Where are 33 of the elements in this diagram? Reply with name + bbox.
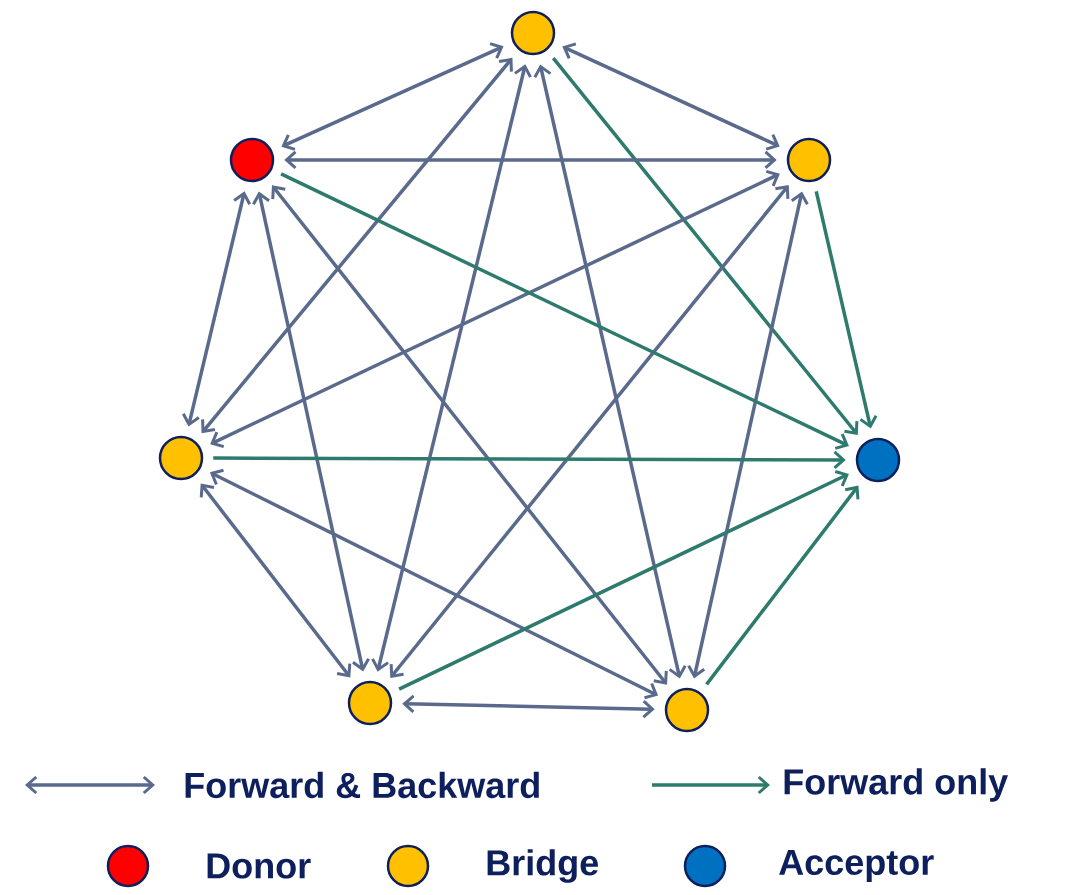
arrow <box>551 56 859 435</box>
arrow <box>281 42 504 151</box>
node-circle <box>855 437 901 483</box>
arrow <box>181 191 252 427</box>
arrow <box>398 470 849 691</box>
arrow <box>201 57 513 434</box>
arrow <box>402 694 655 719</box>
arrow <box>252 191 370 672</box>
node-circle <box>158 435 204 481</box>
node-circle <box>510 10 556 56</box>
node-circle <box>664 687 710 733</box>
node-circle <box>786 137 832 183</box>
arrow <box>213 450 846 469</box>
legend-label: Bridge <box>487 849 598 883</box>
arrow <box>210 170 780 448</box>
arrow <box>271 185 668 685</box>
arrow <box>209 468 659 700</box>
arrow <box>814 191 878 429</box>
legend-label: Forward & Backward <box>185 771 539 799</box>
legend-label: Forward only <box>784 768 1008 802</box>
arrow <box>389 185 790 678</box>
node-circle <box>229 137 275 183</box>
arrow <box>687 191 809 679</box>
arrow <box>705 485 860 686</box>
arrow <box>280 172 849 450</box>
arrow <box>371 64 532 672</box>
arrow <box>533 64 687 679</box>
arrow <box>284 150 777 170</box>
legend-label: Acceptor <box>779 849 934 883</box>
node-circle <box>347 680 393 726</box>
arrow <box>562 42 780 151</box>
arrow <box>199 483 352 678</box>
legend-label: Donor <box>207 853 311 879</box>
